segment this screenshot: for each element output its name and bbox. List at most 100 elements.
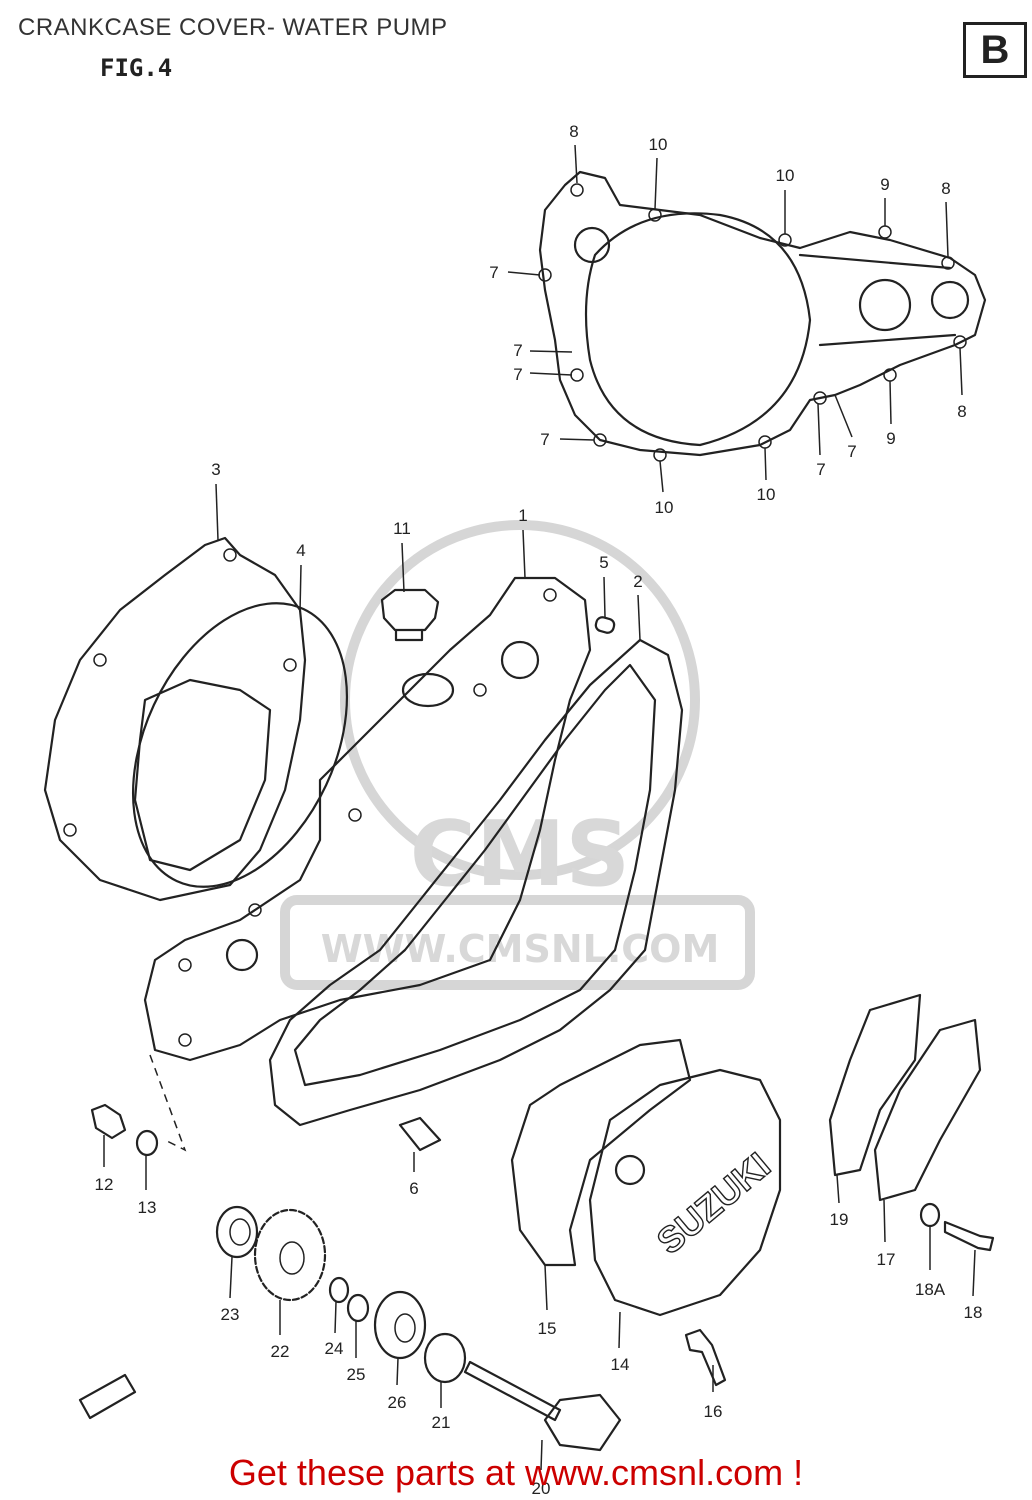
leader xyxy=(574,144,578,184)
callout-1: 1 xyxy=(518,506,527,525)
dowel-pin xyxy=(594,616,616,634)
cover-gasket-15 xyxy=(510,1038,692,1267)
callout-18: 18 xyxy=(964,1303,983,1322)
callout-16: 16 xyxy=(704,1402,723,1421)
gasket-right-hole xyxy=(930,280,970,320)
watermark-banner xyxy=(280,895,755,990)
clutch-cover-body xyxy=(588,1068,782,1317)
washer-13 xyxy=(135,1129,159,1157)
bolt-12-head xyxy=(90,1103,127,1140)
crankcase-cover-gasket xyxy=(268,638,684,1127)
callout-7: 7 xyxy=(816,460,825,479)
bearing-26-inner xyxy=(394,1313,416,1343)
watermark-ring xyxy=(340,520,700,880)
leader xyxy=(507,271,541,276)
callout-7: 7 xyxy=(489,263,498,282)
seal-23-inner xyxy=(229,1218,251,1246)
impeller-gear-22 xyxy=(253,1208,327,1302)
bolt-12 xyxy=(90,1103,127,1140)
gasket-body xyxy=(538,170,987,457)
outer-cover-bolt-hole xyxy=(63,823,77,837)
callout-15: 15 xyxy=(538,1319,557,1338)
water-pump-shaft-20 xyxy=(463,1360,622,1452)
water-pump-seat xyxy=(225,938,259,972)
callout-7: 7 xyxy=(540,430,549,449)
leader xyxy=(959,347,963,396)
clutch-outer-cover xyxy=(43,536,307,902)
callout-8: 8 xyxy=(941,179,950,198)
impeller-20 xyxy=(543,1393,622,1452)
figure-label: FIG.4 xyxy=(100,54,173,82)
leader xyxy=(299,564,302,613)
leader xyxy=(559,438,595,441)
leader xyxy=(544,1264,548,1311)
outer-cover-bolt-hole xyxy=(93,653,107,667)
callout-8: 8 xyxy=(569,122,578,141)
watermark-url: WWW.CMSNL.COM xyxy=(321,927,720,971)
callout-14: 14 xyxy=(611,1355,630,1374)
crankcase-cover-bolt-hole xyxy=(543,588,557,602)
callout-4: 4 xyxy=(296,541,305,560)
crankcase-cover-body xyxy=(143,576,592,1062)
leader xyxy=(540,1439,543,1471)
leader xyxy=(229,1256,233,1299)
leader xyxy=(817,403,821,456)
oil-plug-cap xyxy=(380,588,440,632)
gasket-2-outer xyxy=(268,638,684,1127)
crankcase-cover xyxy=(143,576,592,1062)
callout-5: 5 xyxy=(599,553,608,572)
shaft-20 xyxy=(463,1360,562,1422)
leader xyxy=(834,394,853,438)
outer-cover-body xyxy=(43,536,307,902)
leader xyxy=(334,1301,337,1334)
callout-23: 23 xyxy=(221,1305,240,1324)
leader xyxy=(945,201,949,258)
oil-filler-plug xyxy=(380,588,440,642)
leader-lines xyxy=(103,144,976,1471)
section-badge: B xyxy=(963,22,1027,78)
callout-10: 10 xyxy=(655,498,674,517)
oil-seal-23 xyxy=(215,1205,259,1259)
crankcase-cover-boss xyxy=(500,640,540,680)
leader xyxy=(529,372,573,376)
gasket-2-inner xyxy=(293,663,657,1087)
callout-13: 13 xyxy=(138,1198,157,1217)
gasket-bolt-hole xyxy=(570,368,584,382)
leader xyxy=(603,576,606,618)
callout-7: 7 xyxy=(513,341,522,360)
callout-21: 21 xyxy=(432,1413,451,1432)
gasket-bolt-hole xyxy=(813,391,827,405)
callout-18a: 18A xyxy=(915,1280,946,1299)
page-title: CRANKCASE COVER- WATER PUMP xyxy=(18,14,448,41)
callout-10: 10 xyxy=(776,166,795,185)
washer-18a xyxy=(919,1202,941,1228)
bolt-16 xyxy=(684,1328,727,1387)
gasket-bolt-hole xyxy=(538,268,552,282)
front-arrow-icon xyxy=(78,1373,137,1420)
seal-23-outer xyxy=(215,1205,259,1259)
washer-24 xyxy=(328,1276,350,1304)
leader xyxy=(883,1199,886,1243)
leader xyxy=(522,529,526,579)
gasket-bolt-hole xyxy=(570,183,584,197)
callout-10: 10 xyxy=(757,485,776,504)
parts-link-banner[interactable]: Get these parts at www.cmsnl.com ! xyxy=(228,1452,804,1493)
gasket-19 xyxy=(828,993,922,1177)
callout-24: 24 xyxy=(325,1339,344,1358)
seal-21 xyxy=(423,1332,467,1384)
callout-20: 20 xyxy=(532,1479,551,1498)
leader xyxy=(529,350,573,353)
callout-11: 11 xyxy=(393,519,411,538)
bearing-26-outer xyxy=(373,1290,427,1360)
oil-plug-thread xyxy=(394,628,424,642)
crankcase-cover-bolt-hole xyxy=(178,958,192,972)
gasket-bore xyxy=(584,212,812,447)
callout-17: 17 xyxy=(877,1250,896,1269)
leader xyxy=(215,483,219,541)
callout-9: 9 xyxy=(886,429,895,448)
oil-filler-opening xyxy=(401,672,455,708)
callout-8: 8 xyxy=(957,402,966,421)
clutch-cover-emblem xyxy=(614,1154,646,1186)
callout-12: 12 xyxy=(95,1175,114,1194)
leader xyxy=(659,460,664,493)
